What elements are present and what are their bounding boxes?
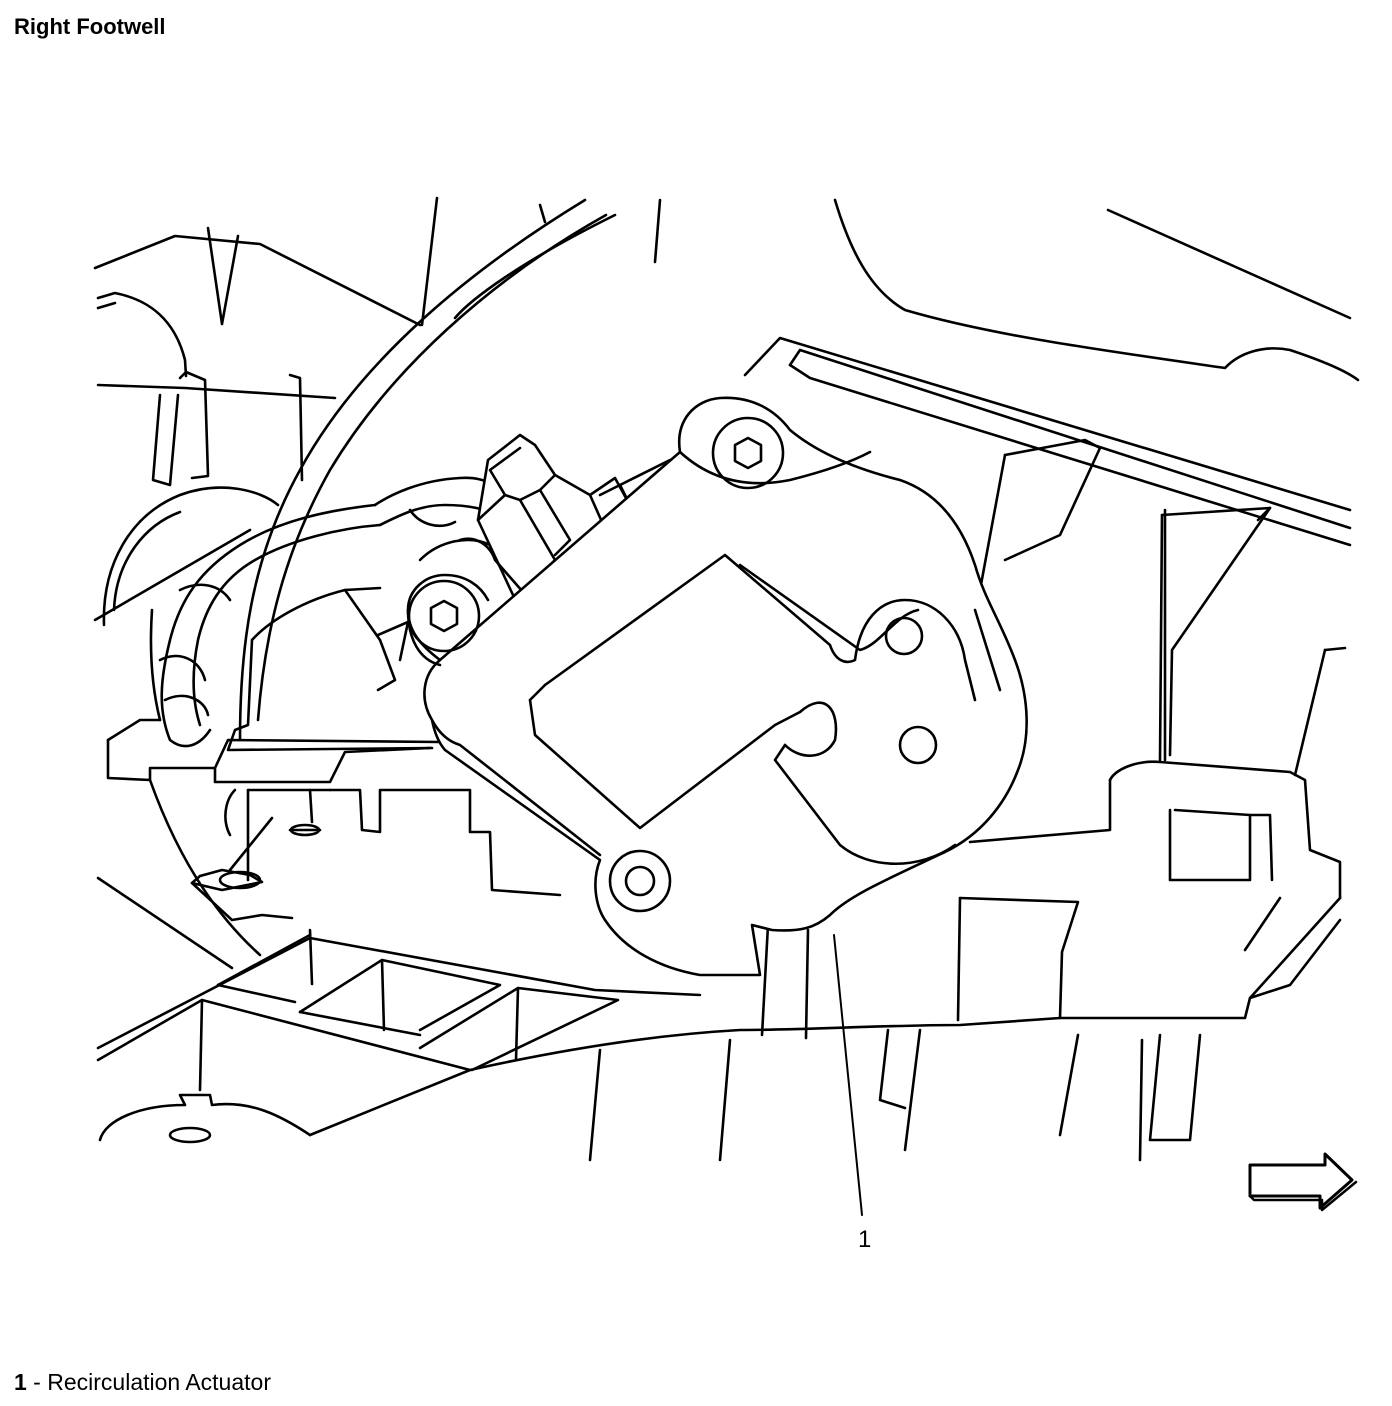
right-ductwork — [743, 336, 1352, 1162]
callout-label-1: 1 — [858, 1226, 872, 1253]
background-structure — [93, 196, 1360, 627]
housing-curve — [238, 198, 617, 742]
legend-item-1: 1 - Recirculation Actuator — [14, 1369, 271, 1396]
callout-leader-1 — [833, 934, 863, 1216]
diagram-title: Right Footwell — [14, 14, 166, 39]
legend-separator: - — [26, 1369, 48, 1395]
right-arrow-icon — [1248, 1152, 1358, 1212]
legend-number: 1 — [14, 1369, 27, 1395]
lower-frame — [96, 608, 1342, 1162]
recirculation-actuator — [406, 396, 1028, 977]
legend-label: Recirculation Actuator — [47, 1369, 271, 1395]
